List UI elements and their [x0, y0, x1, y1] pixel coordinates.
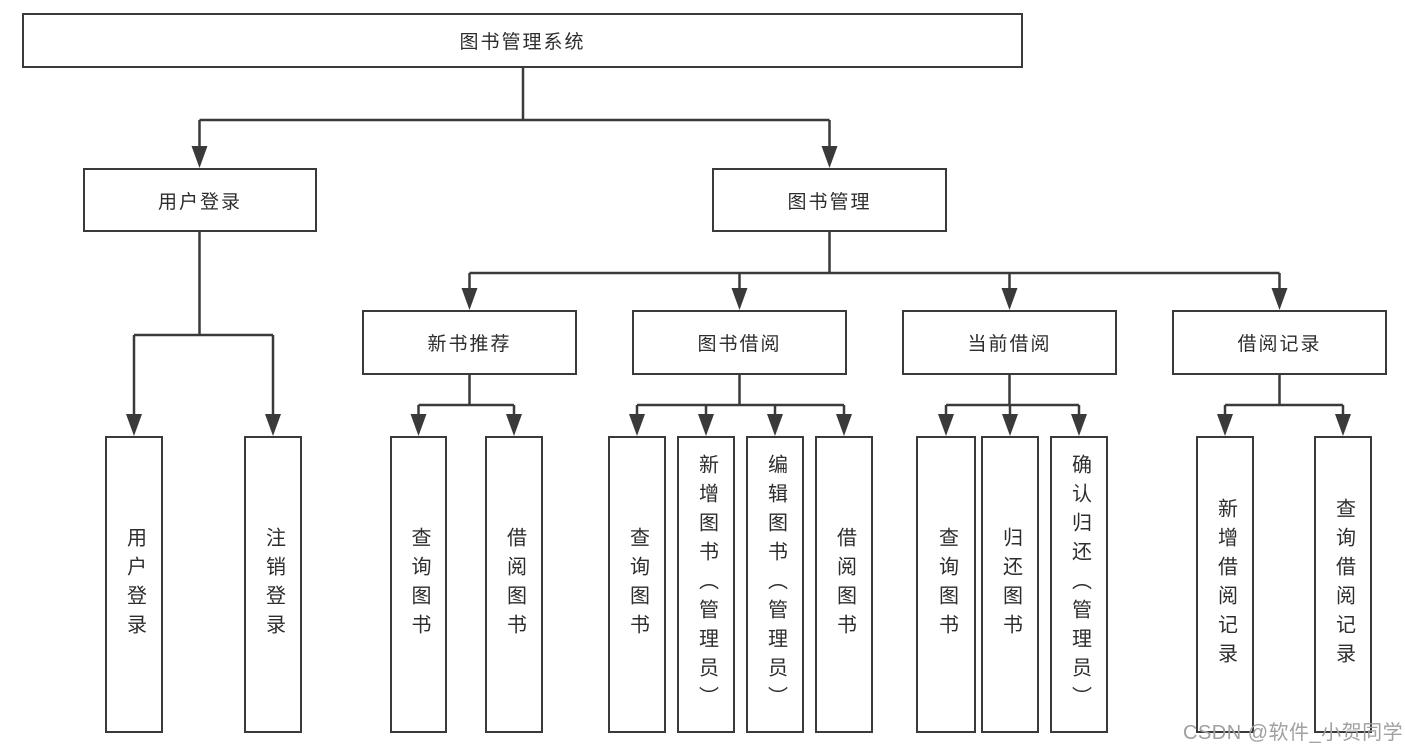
connector-user-login — [132, 232, 275, 415]
node-book-borrow: 图书借阅 — [632, 310, 847, 375]
arrow-cb-return — [1002, 414, 1018, 436]
arrow-bb-borrow — [836, 414, 852, 436]
node-leaf-user-login: 用户登录 — [105, 436, 163, 733]
node-new-book-rec: 新书推荐 — [362, 310, 577, 375]
node-current-borrow: 当前借阅 — [902, 310, 1117, 375]
arrow-book-borrow — [731, 288, 748, 310]
node-leaf-bb-borrow-books: 借阅图书 — [815, 436, 873, 733]
arrow-nb-query — [410, 414, 427, 436]
connector-root — [198, 68, 831, 148]
arrow-ul-login — [126, 414, 142, 436]
arrow-cb-query — [938, 414, 954, 436]
connector-borrow-record — [1223, 375, 1345, 415]
connector-new-book-rec — [417, 375, 516, 415]
arrow-br-add — [1217, 414, 1233, 436]
connector-book-mgmt — [468, 232, 1281, 290]
node-leaf-bb-add-books: 新增图书（管理员） — [677, 436, 735, 733]
connector-current-borrow — [944, 375, 1081, 415]
arrow-bb-add — [698, 414, 714, 436]
arrow-book-mgmt — [821, 146, 838, 168]
arrow-new-book-rec — [461, 288, 478, 310]
node-leaf-nb-query-books: 查询图书 — [390, 436, 447, 733]
node-root: 图书管理系统 — [22, 13, 1023, 68]
arrow-nb-borrow — [506, 414, 522, 436]
node-leaf-br-query-record: 查询借阅记录 — [1314, 436, 1372, 733]
arrow-current-borrow — [1001, 288, 1018, 310]
arrow-br-query — [1335, 414, 1351, 436]
node-leaf-cb-confirm-return: 确认归还（管理员） — [1050, 436, 1108, 733]
node-leaf-cb-query-books: 查询图书 — [916, 436, 976, 733]
node-leaf-bb-edit-books: 编辑图书（管理员） — [746, 436, 804, 733]
arrow-bb-query — [629, 414, 645, 436]
node-leaf-br-add-record: 新增借阅记录 — [1196, 436, 1254, 733]
node-book-mgmt: 图书管理 — [712, 168, 947, 232]
arrow-borrow-record — [1271, 288, 1288, 310]
node-user-login: 用户登录 — [83, 168, 317, 232]
node-leaf-cb-return-books: 归还图书 — [981, 436, 1039, 733]
arrow-user-login — [191, 146, 208, 168]
csdn-watermark: CSDN @软件_小贺同学 — [1183, 722, 1404, 744]
node-leaf-nb-borrow-books: 借阅图书 — [485, 436, 543, 733]
node-leaf-logout: 注销登录 — [244, 436, 302, 733]
arrow-bb-edit — [767, 414, 783, 436]
connector-book-borrow — [635, 375, 846, 415]
arrow-cb-confirm — [1071, 414, 1087, 436]
node-leaf-bb-query-books: 查询图书 — [608, 436, 666, 733]
arrow-ul-logout — [265, 414, 281, 436]
node-borrow-record: 借阅记录 — [1172, 310, 1387, 375]
